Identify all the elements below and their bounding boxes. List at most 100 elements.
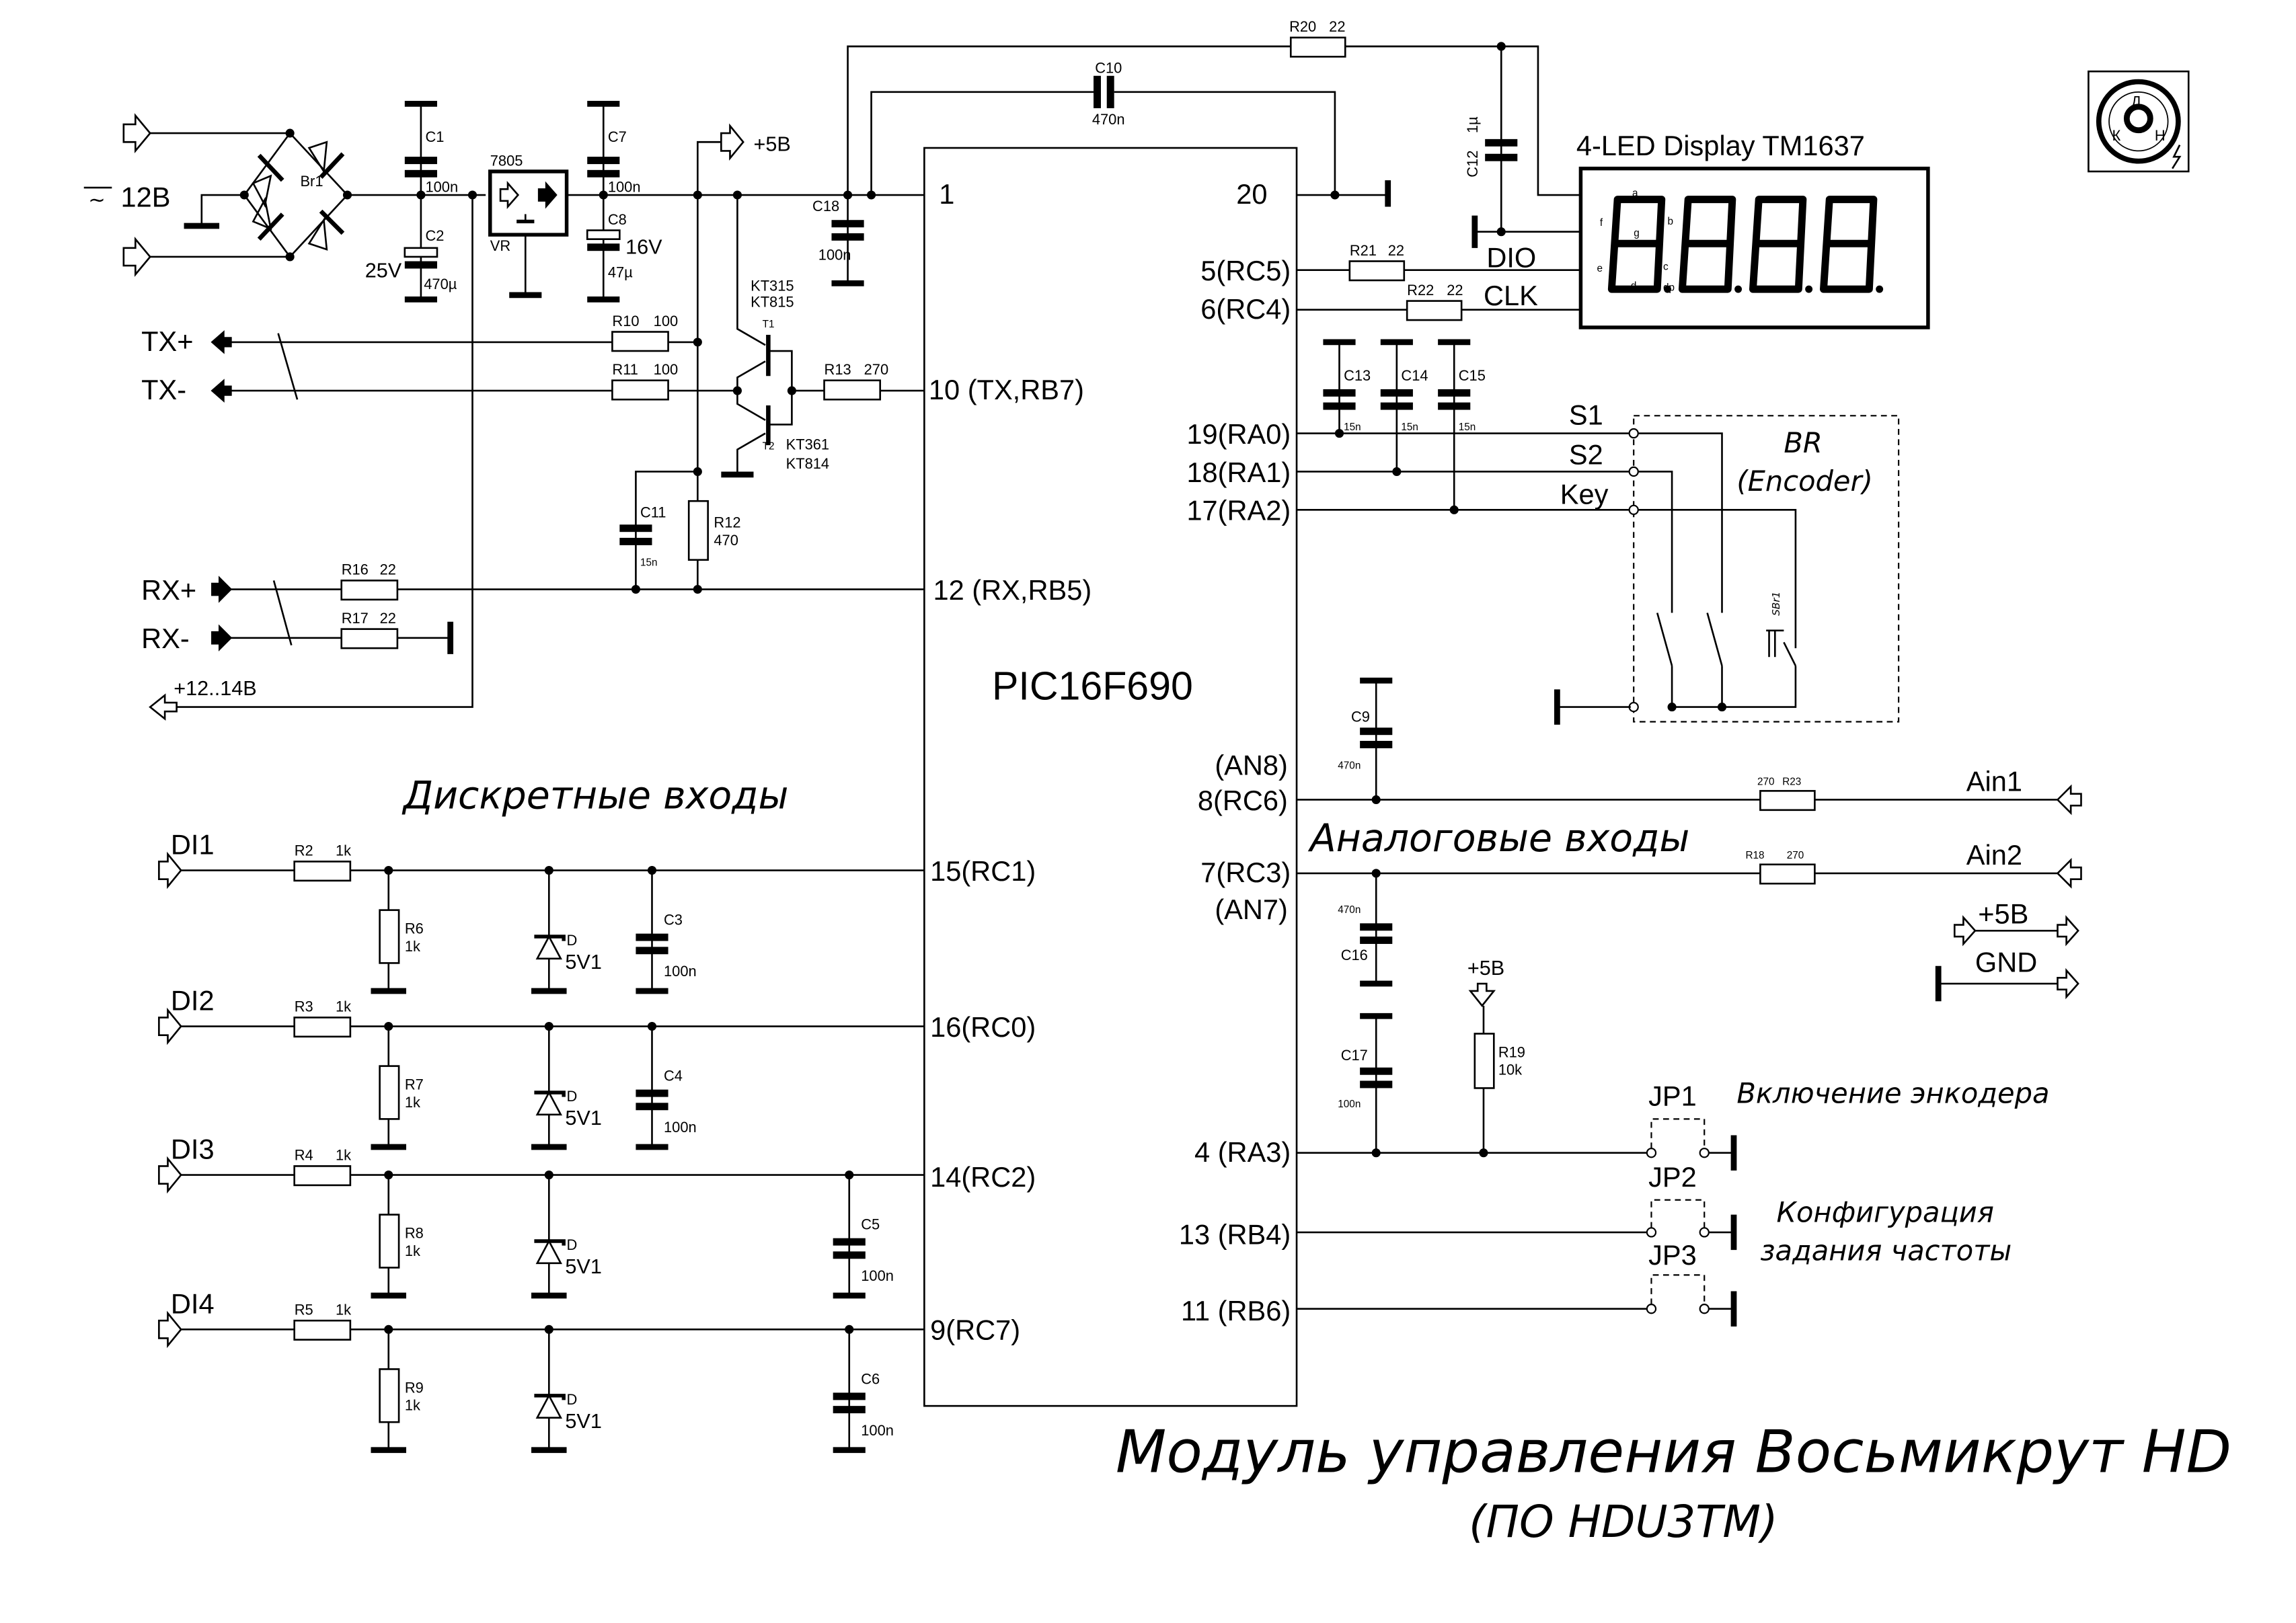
- resistor-pulldown: [379, 909, 400, 964]
- led-display: [1578, 166, 1930, 329]
- rx-minus-label: RX-: [141, 623, 190, 654]
- jp23-description-1: Конфигурация: [1776, 1196, 1993, 1229]
- svg-text:C15: C15: [1459, 367, 1486, 384]
- svg-text:C16: C16: [1341, 947, 1368, 963]
- out-gnd-label: GND: [1975, 947, 2037, 978]
- svg-text:C8: C8: [608, 211, 627, 228]
- resistor-r12: [687, 500, 709, 561]
- v5-label: +5В: [753, 132, 790, 155]
- resistor-series: [293, 1017, 352, 1038]
- zener-diode: [535, 1239, 562, 1265]
- mcu-name: PIC16F690: [992, 664, 1193, 709]
- encoder-section: C13 15n C14 15n C15 15n S1 S2 Key: [1297, 339, 1900, 725]
- svg-text:KT315: KT315: [751, 277, 794, 294]
- v12-label: +12..14В: [174, 677, 256, 700]
- svg-text:f: f: [1600, 217, 1603, 229]
- svg-text:C13: C13: [1344, 367, 1371, 384]
- encoder-subtitle: (Encoder): [1736, 465, 1872, 498]
- svg-text:C3: C3: [664, 912, 683, 928]
- svg-text:1k: 1k: [405, 938, 420, 955]
- svg-text:C9: C9: [1351, 709, 1370, 725]
- svg-text:К: К: [2112, 127, 2120, 144]
- svg-text:10 (TX,RB7): 10 (TX,RB7): [929, 374, 1084, 405]
- analog-section: Аналоговые входы C9 470n 270 R23 Ain1 R1…: [1297, 677, 2082, 1153]
- svg-text:100n: 100n: [861, 1267, 894, 1284]
- capacitor: [636, 1089, 668, 1097]
- svg-text:16V: 16V: [625, 236, 662, 259]
- capacitor-c8: C8 47µ 16V: [586, 195, 662, 303]
- ac-input-port-2: [122, 237, 151, 277]
- tx-plus-port: [211, 330, 232, 354]
- jumper-jp2: JP2: [1646, 1161, 1737, 1251]
- resistor-r18: [1759, 863, 1816, 885]
- svg-text:22: 22: [1329, 18, 1345, 35]
- svg-text:R8: R8: [405, 1225, 424, 1242]
- mcu-pic16f690: PIC16F690 1 10 (TX,RB7) 12 (RX,RB5) 15(R…: [812, 18, 1581, 1407]
- svg-text:R6: R6: [405, 920, 424, 937]
- svg-text:R5: R5: [295, 1301, 313, 1318]
- svg-text:100n: 100n: [818, 246, 851, 263]
- comm-section: TX+ TX- R10 100 R11 100 T1 T2 KT315 KT81: [141, 195, 925, 654]
- seven-segment-digit: [1678, 196, 1743, 293]
- svg-text:KT814: KT814: [786, 455, 829, 472]
- svg-text:JP1: JP1: [1648, 1080, 1697, 1112]
- svg-text:C4: C4: [664, 1067, 683, 1084]
- di-label: DI4: [171, 1288, 215, 1319]
- capacitor-c15: C15 15n: [1438, 339, 1486, 510]
- svg-text:15(RC1): 15(RC1): [930, 855, 1036, 887]
- svg-text:KT361: KT361: [786, 436, 829, 453]
- svg-text:15n: 15n: [1401, 422, 1418, 433]
- svg-text:D: D: [567, 1391, 578, 1408]
- capacitor-c18: [831, 220, 864, 228]
- decimal-point: [1664, 285, 1671, 293]
- svg-text:Д: Д: [2131, 93, 2141, 110]
- capacitor: [833, 1392, 866, 1400]
- svg-text:R9: R9: [405, 1379, 424, 1396]
- resistor-r13: [823, 379, 882, 401]
- svg-text:1k: 1k: [405, 1397, 420, 1414]
- display-section: C12 1µ DIO CLK R21 22 R22 22 4-LED Displ…: [1297, 46, 1930, 329]
- svg-text:100n: 100n: [664, 963, 697, 980]
- svg-text:11 (RB6): 11 (RB6): [1181, 1295, 1291, 1327]
- ac-input-port-1: [122, 113, 151, 154]
- svg-text:100n: 100n: [861, 1422, 894, 1439]
- svg-text:19(RA0): 19(RA0): [1186, 418, 1291, 450]
- capacitor-c16: 470n C16: [1338, 873, 1393, 987]
- svg-text:5V1: 5V1: [565, 951, 602, 974]
- seven-segment-digit: [1820, 196, 1884, 293]
- svg-text:18(RA1): 18(RA1): [1186, 457, 1291, 488]
- svg-text:100n: 100n: [1338, 1099, 1361, 1110]
- svg-text:R23: R23: [1782, 777, 1801, 788]
- ac-voltage-label: 12В: [120, 182, 170, 213]
- svg-text:D: D: [567, 932, 578, 949]
- jumpers-section: JP1 JP2 JP3 Включение энкодера Конфигура…: [1297, 1076, 2050, 1327]
- svg-text:270: 270: [1757, 777, 1775, 788]
- resistor-r23: [1759, 790, 1816, 812]
- capacitor-c2: C2 470µ 25V: [365, 195, 457, 303]
- svg-text:5(RC5): 5(RC5): [1200, 255, 1291, 286]
- s1-label: S1: [1569, 399, 1603, 430]
- voltage-regulator: 7805 VR: [488, 152, 569, 299]
- svg-text:C6: C6: [861, 1370, 880, 1387]
- svg-text:C12: C12: [1464, 151, 1481, 177]
- svg-text:270: 270: [1787, 850, 1804, 861]
- di-input-port: [158, 1007, 182, 1045]
- svg-text:6(RC4): 6(RC4): [1200, 293, 1291, 325]
- svg-text:16(RC0): 16(RC0): [930, 1011, 1036, 1043]
- svg-text:5V1: 5V1: [565, 1255, 602, 1278]
- svg-text:Н: Н: [2155, 127, 2166, 144]
- resistor-pulldown: [379, 1368, 400, 1423]
- ain2-port: [2056, 858, 2082, 889]
- resistor-r10: [611, 331, 669, 352]
- analog-section-title: Аналоговые входы: [1307, 816, 1690, 861]
- svg-text:T2: T2: [763, 441, 775, 452]
- resistor-series: [293, 1165, 352, 1187]
- svg-text:20: 20: [1236, 178, 1267, 210]
- svg-text:R17: R17: [342, 610, 369, 627]
- di-input-port: [158, 1156, 182, 1194]
- capacitor-c12: [1485, 138, 1518, 147]
